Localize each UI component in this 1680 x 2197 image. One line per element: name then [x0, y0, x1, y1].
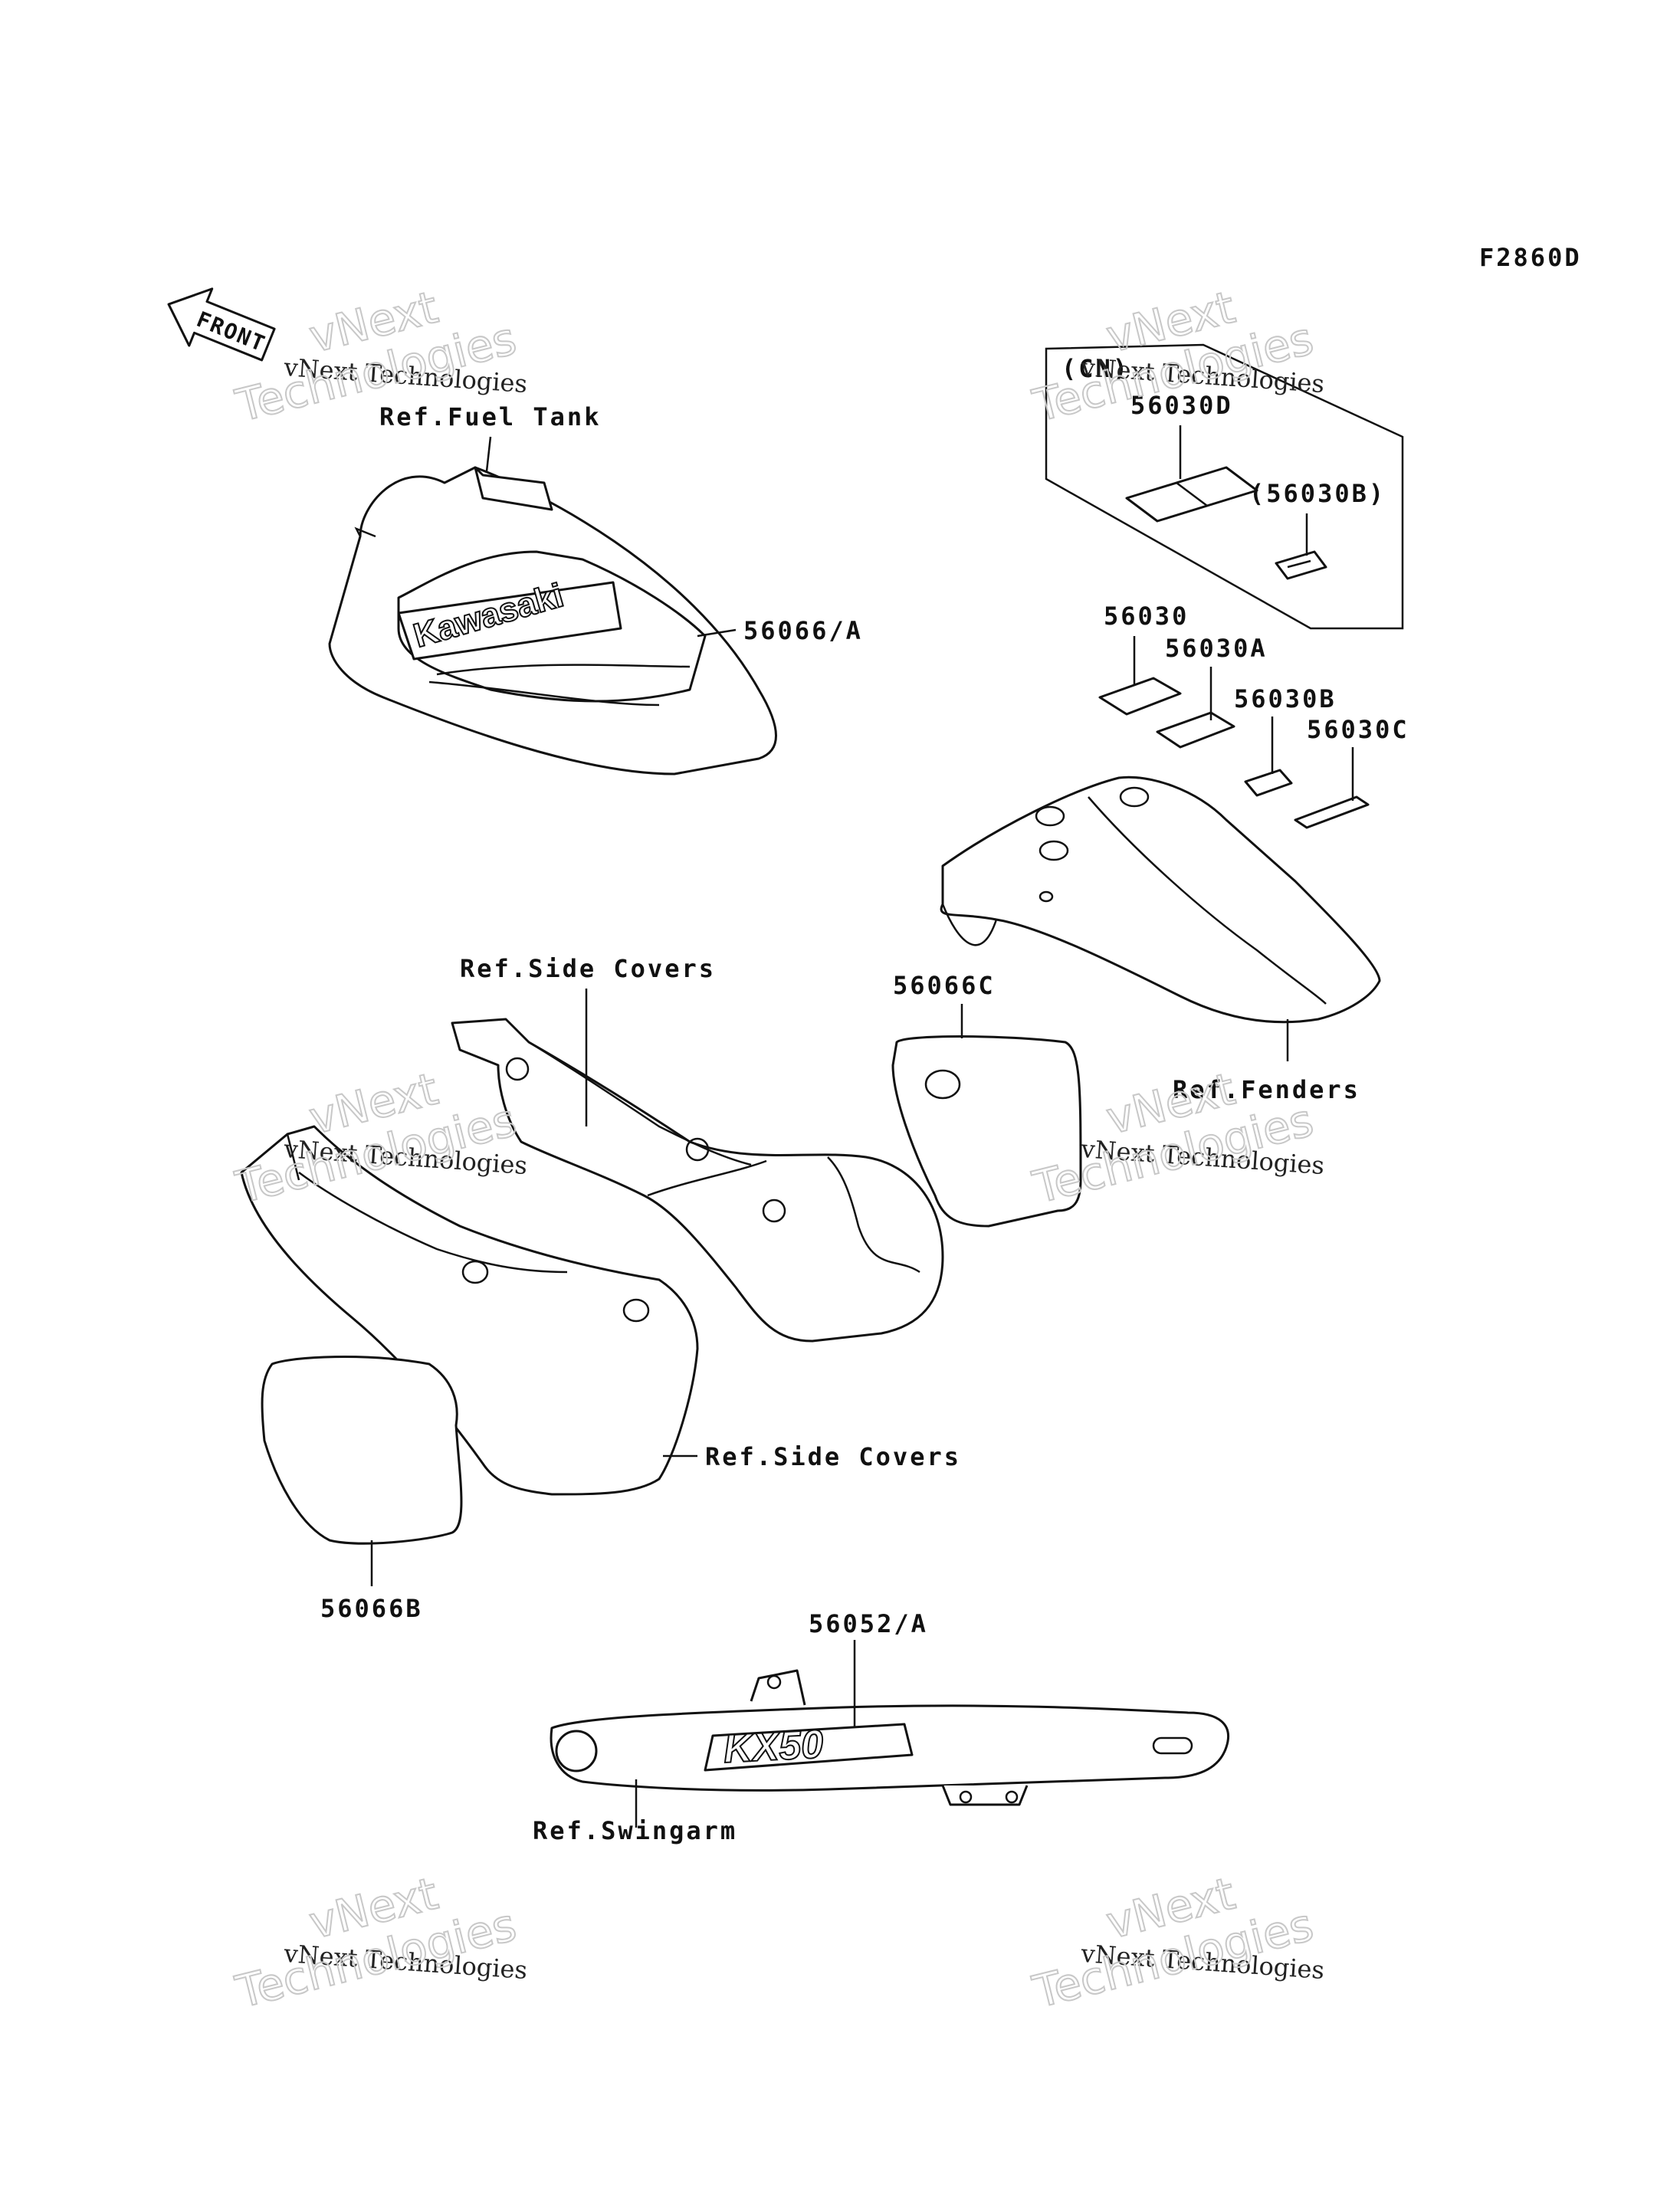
diagram-code: F2860D [1479, 243, 1582, 272]
label-ref-side-covers-bottom: Ref.Side Covers [705, 1442, 961, 1471]
label-ref-fuel-tank: Ref.Fuel Tank [379, 402, 601, 431]
label-56030d: 56030D [1130, 391, 1233, 420]
label-ref-fenders: Ref.Fenders [1173, 1075, 1360, 1104]
watermark: vNext vNext Technologies Technologies [230, 1867, 528, 2019]
decal-56066b [261, 1356, 463, 1545]
decal-56030d [1125, 466, 1258, 523]
label-56066b: 56066B [320, 1594, 423, 1623]
right-side-cover-shape [451, 1018, 944, 1343]
leader-lines [370, 425, 1354, 1828]
label-56030b: 56030B [1234, 684, 1337, 713]
swingarm-shape: KX50 [550, 1669, 1229, 1806]
label-cn: (CN) [1061, 354, 1130, 383]
label-56030b-paren: (56030B) [1249, 479, 1386, 508]
label-56030c: 56030C [1307, 715, 1409, 744]
watermark: vNext vNext Technologies Technologies [1027, 1867, 1325, 2019]
label-ref-swingarm: Ref.Swingarm [533, 1816, 737, 1845]
label-56052a: 56052/A [809, 1609, 928, 1638]
label-56066c: 56066C [893, 971, 996, 1000]
fuel-tank-shape: Kawasaki [328, 466, 777, 776]
front-arrow-icon: FRONT [167, 287, 276, 362]
decal-56030a [1156, 711, 1235, 749]
swingarm-logo: KX50 [723, 1722, 825, 1772]
decal-56030 [1098, 677, 1182, 716]
label-56030a: 56030A [1165, 634, 1268, 663]
decal-56066c [891, 1035, 1082, 1228]
cn-variant-box [1045, 343, 1404, 630]
label-56066a: 56066/A [743, 616, 863, 645]
decal-56030b-cn [1275, 550, 1327, 580]
label-56030: 56030 [1104, 602, 1189, 631]
decal-56030c [1294, 795, 1370, 829]
decal-56030b [1244, 769, 1293, 797]
label-ref-side-covers-top: Ref.Side Covers [460, 954, 716, 983]
left-side-cover-shape [240, 1125, 699, 1496]
rear-fender-shape [940, 776, 1381, 1024]
